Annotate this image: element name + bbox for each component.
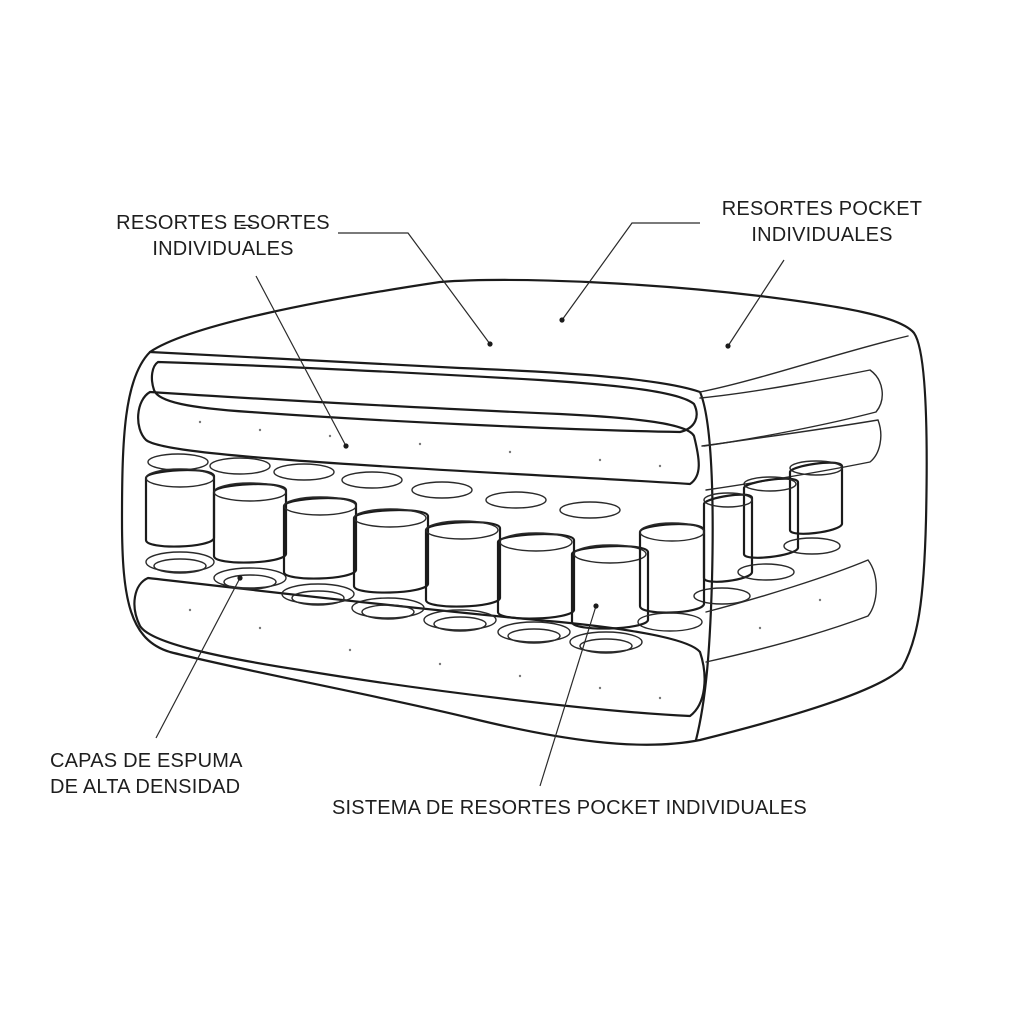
label-top-right: RESORTES POCKET INDIVIDUALES xyxy=(712,196,932,248)
label-bottom-center: SISTEMA DE RESORTES POCKET INDIVIDUALES xyxy=(332,795,852,821)
label-bottom-left: CAPAS DE ESPUMA DE ALTA DENSIDAD xyxy=(50,748,270,800)
label-bottom-center-line1: SISTEMA DE RESORTES POCKET INDIVIDUALES xyxy=(332,797,807,819)
leader-springs xyxy=(539,605,597,787)
label-top-right-line2: INDIVIDUALES xyxy=(751,224,893,246)
spring-row-side xyxy=(693,460,844,605)
leader-top-right-a xyxy=(561,222,700,321)
spring-row-front xyxy=(144,468,706,654)
label-top-left-line1: RESORTES E̶SORTES xyxy=(116,212,330,234)
pocket-spring-system xyxy=(144,453,844,654)
label-top-right-line1: RESORTES POCKET xyxy=(721,198,923,220)
top-comfort-layer xyxy=(137,360,883,491)
label-bottom-left-line1: CAPAS DE ESPUMA xyxy=(50,750,243,772)
foam-texture xyxy=(188,420,822,700)
leader-foam xyxy=(155,577,241,739)
bottom-foam-layer xyxy=(133,559,877,718)
label-top-left: RESORTES E̶SORTES INDIVIDUALES xyxy=(112,210,334,262)
label-bottom-left-line2: DE ALTA DENSIDAD xyxy=(50,776,241,798)
leader-top-right-b xyxy=(727,259,785,347)
mattress-casing xyxy=(120,278,928,746)
leader-top-left-b xyxy=(255,275,347,447)
leader-lines xyxy=(155,222,785,787)
spring-row-back xyxy=(147,453,621,519)
label-top-left-line2: INDIVIDUALES xyxy=(152,238,294,260)
leader-top-left-a xyxy=(338,232,491,345)
